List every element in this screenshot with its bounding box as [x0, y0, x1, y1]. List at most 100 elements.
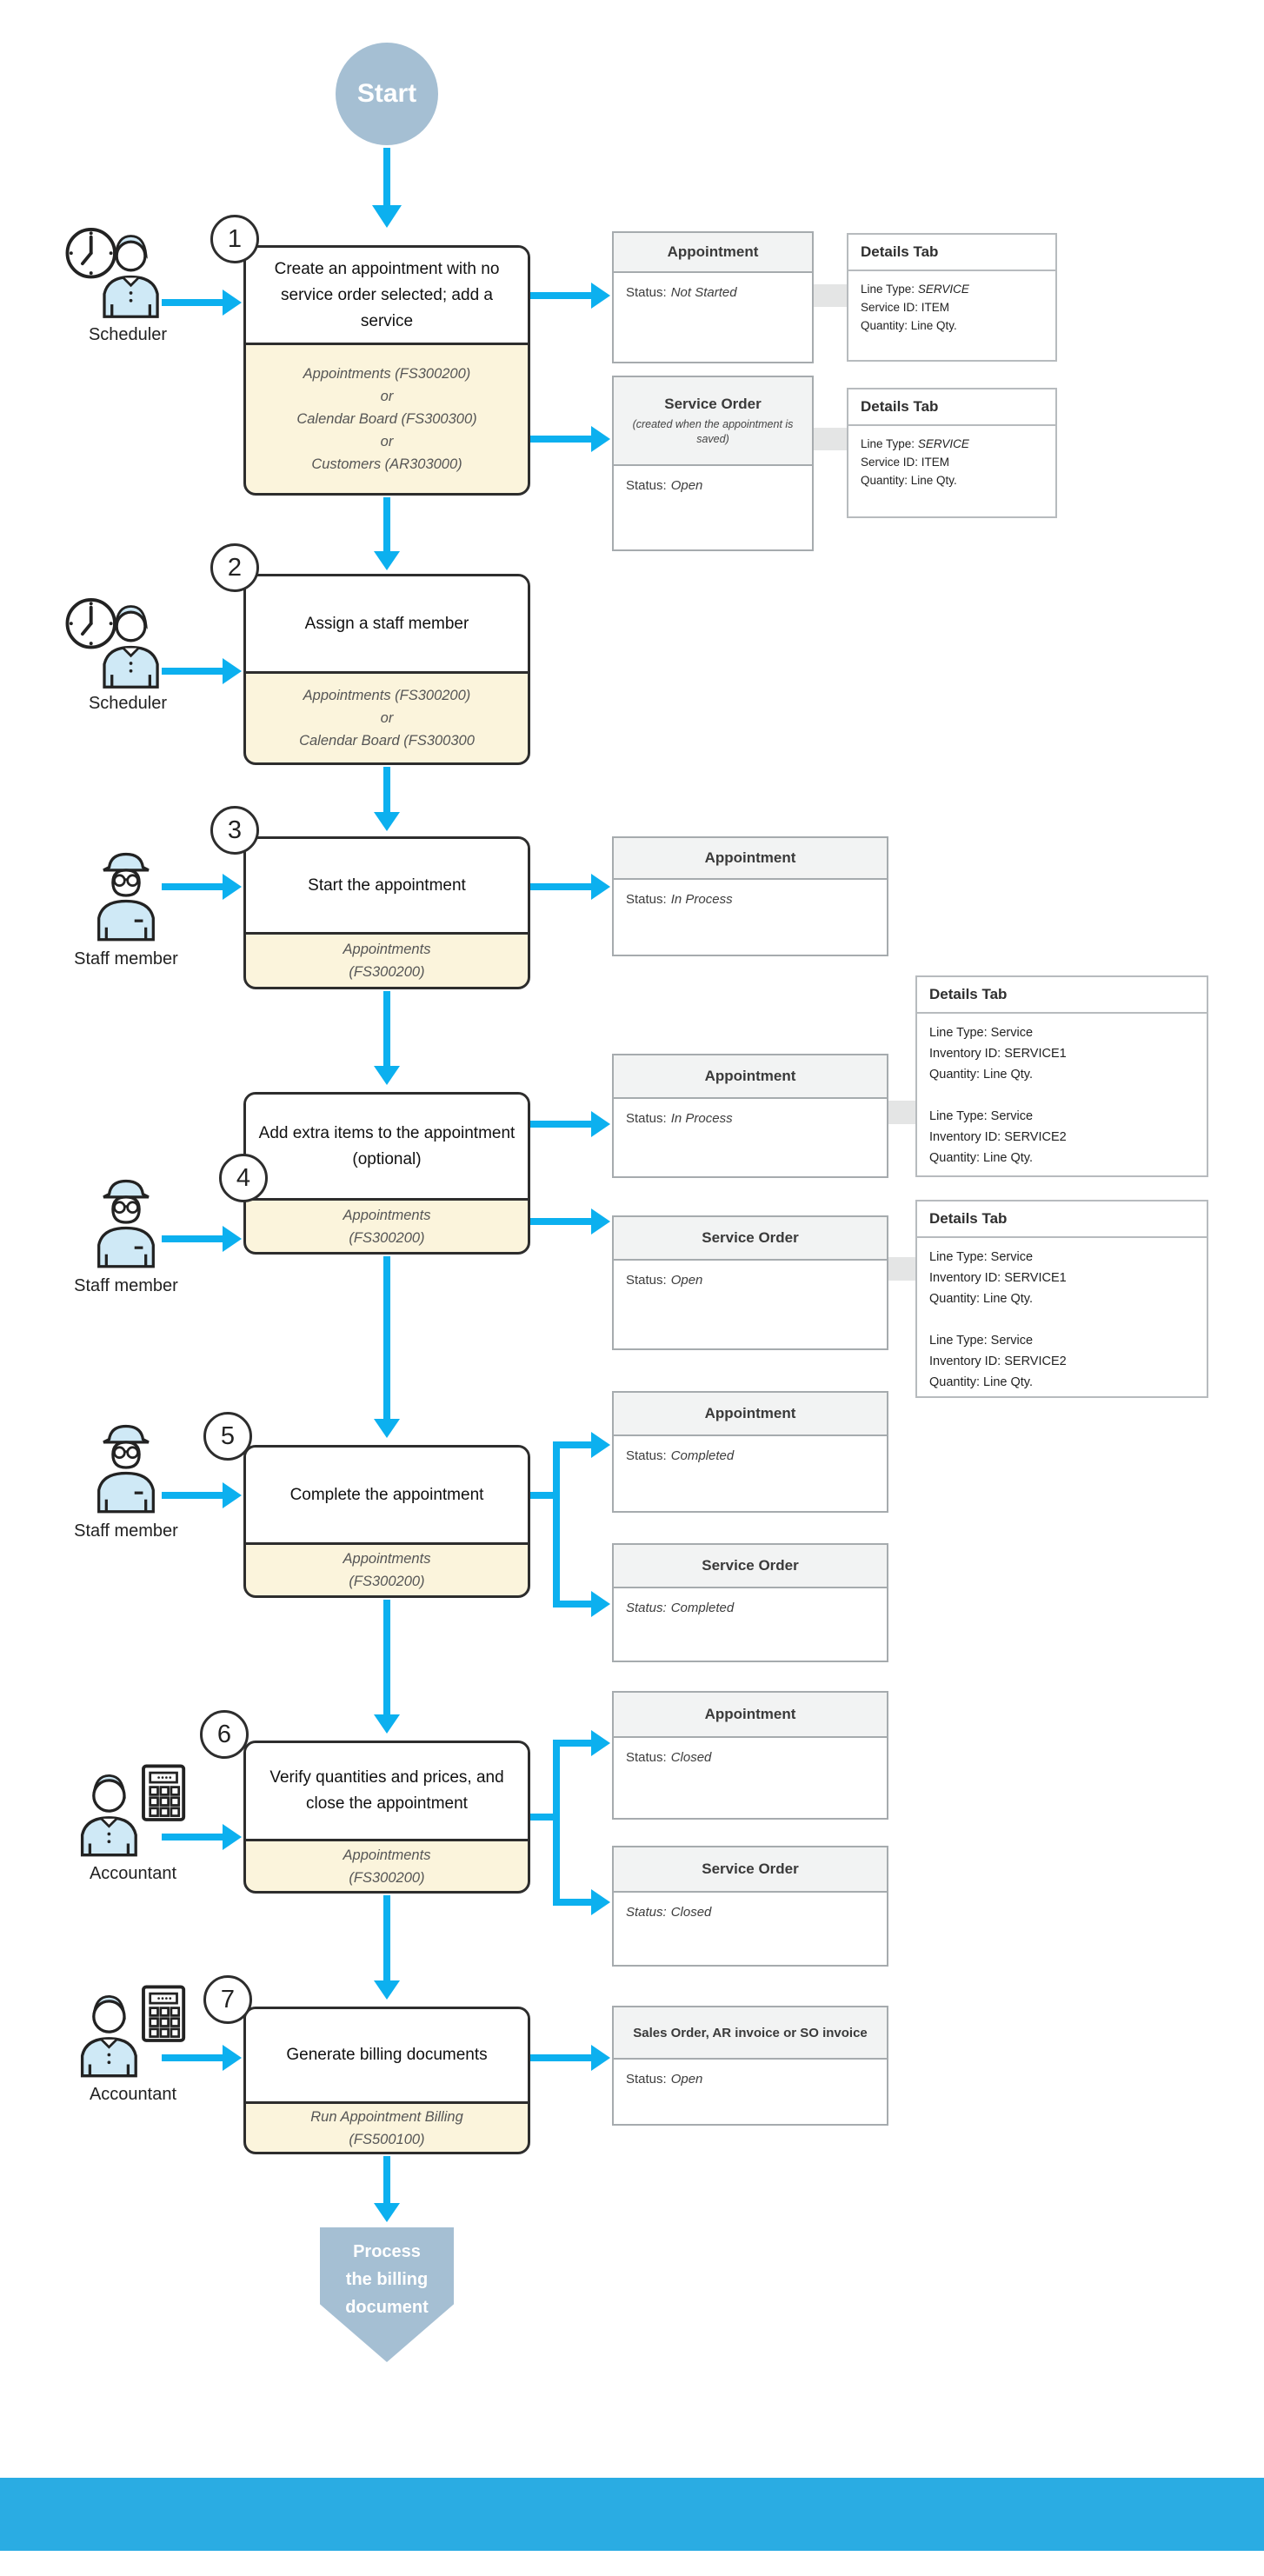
- appointment-panel-step3: Appointment Status:In Process: [612, 836, 888, 956]
- arrow-staff-step4: [162, 1235, 223, 1242]
- status-value: In Process: [670, 1111, 733, 1126]
- step-3-title: Start the appointment: [246, 839, 528, 935]
- arrow-step2-to-step3: [383, 767, 390, 812]
- details-lines: Service ID: ITEM Quantity: Line Qty.: [861, 301, 957, 332]
- status-value: Open: [670, 478, 703, 493]
- arrow-staff-step5: [162, 1492, 223, 1499]
- step-4-box: Add extra items to the appointment (opti…: [243, 1092, 530, 1255]
- step-4-number: 4: [219, 1154, 268, 1202]
- status-value: Not Started: [670, 285, 737, 300]
- step-1-number: 1: [210, 215, 259, 263]
- billing-document-panel: Sales Order, AR invoice or SO invoice St…: [612, 2006, 888, 2126]
- status-value: In Process: [670, 892, 733, 907]
- staff-member-label: Staff member: [74, 1521, 178, 1541]
- step-7-screens: Run Appointment Billing (FS500100): [310, 2108, 463, 2147]
- staff-member-icon: [74, 849, 178, 942]
- branch-step6-vertical: [553, 1740, 560, 1906]
- arrowhead-right-icon: [591, 874, 610, 900]
- panel-title: Appointment: [614, 233, 812, 273]
- status-value: Open: [670, 1273, 703, 1288]
- step-7-title: Generate billing documents: [246, 2009, 528, 2104]
- status-label: Status:: [626, 1111, 667, 1126]
- status-label: Status:: [626, 1905, 667, 1920]
- arrowhead-right-icon: [591, 426, 610, 452]
- arrowhead-right-icon: [223, 1482, 242, 1508]
- step-1-title: Create an appointment with no service or…: [246, 248, 528, 345]
- step-5-number: 5: [203, 1412, 252, 1461]
- panel-title: Appointment: [614, 838, 887, 880]
- step-7-number: 7: [203, 1975, 252, 2024]
- arrow-accountant-step6: [162, 1834, 223, 1840]
- step-1-screens: Appointments (FS300200) or Calendar Boar…: [296, 366, 477, 472]
- arrowhead-right-icon: [591, 1432, 610, 1458]
- arrow-step1-serviceorder: [530, 436, 591, 443]
- status-label: Status:: [626, 1601, 667, 1615]
- arrow-step7-billing: [530, 2054, 591, 2061]
- status-label: Status:: [626, 285, 667, 300]
- branch-step5-bottom: [560, 1601, 591, 1608]
- panel-title: Service Order: [614, 1847, 887, 1893]
- appointment-panel-step5: Appointment Status:Completed: [612, 1391, 888, 1513]
- accountant-icon: [77, 1761, 191, 1859]
- service-order-panel-step6: Service Order Status:Closed: [612, 1846, 888, 1967]
- step-4-title: Add extra items to the appointment (opti…: [246, 1095, 528, 1201]
- status-value: Closed: [670, 1905, 712, 1920]
- branch-step5-vertical: [553, 1441, 560, 1608]
- details-lines: Service ID: ITEM Quantity: Line Qty.: [861, 456, 957, 487]
- branch-step6-stub: [530, 1814, 560, 1821]
- details-tab-title: Details Tab: [848, 235, 1055, 271]
- line-type-row: Line Type: SERVICE: [861, 437, 969, 450]
- step-3-screens: Appointments (FS300200): [343, 942, 431, 980]
- arrowhead-right-icon: [591, 2045, 610, 2071]
- arrow-step5-to-step6: [383, 1600, 390, 1714]
- panel-title: Appointment: [614, 1693, 887, 1738]
- arrowhead-down-icon: [374, 551, 400, 570]
- details-lines: Line Type: Service Inventory ID: SERVICE…: [929, 1250, 1067, 1389]
- branch-step5-stub: [530, 1492, 560, 1499]
- arrowhead-right-icon: [591, 1208, 610, 1235]
- step-6-box: Verify quantities and prices, and close …: [243, 1741, 530, 1894]
- arrow-scheduler-step1: [162, 299, 223, 306]
- arrowhead-right-icon: [223, 290, 242, 316]
- panel-title: Service Order: [614, 1545, 887, 1588]
- panel-title: Sales Order, AR invoice or SO invoice: [614, 2007, 887, 2060]
- staff-member-icon: [74, 1421, 178, 1514]
- accountant-label: Accountant: [89, 1864, 177, 1883]
- connector-band: [888, 1101, 915, 1124]
- arrowhead-right-icon: [223, 1226, 242, 1252]
- arrowhead-right-icon: [591, 1730, 610, 1756]
- arrowhead-right-icon: [591, 1111, 610, 1137]
- bottom-bar: [0, 2478, 1264, 2551]
- accountant-label: Accountant: [89, 2085, 177, 2104]
- status-label: Status:: [626, 1750, 667, 1765]
- step-7-box: Generate billing documents Run Appointme…: [243, 2007, 530, 2154]
- step-2-screens: Appointments (FS300200) or Calendar Boar…: [299, 688, 475, 749]
- status-value: Open: [670, 2072, 703, 2087]
- arrowhead-down-icon: [374, 1066, 400, 1085]
- step-2-box: Assign a staff member Appointments (FS30…: [243, 574, 530, 765]
- arrow-step4-appointment: [530, 1121, 591, 1128]
- panel-title: Service Order: [664, 395, 762, 412]
- arrowhead-down-icon: [374, 2203, 400, 2222]
- arrow-accountant-step7: [162, 2054, 223, 2061]
- appointment-panel-step4: Appointment Status:In Process: [612, 1054, 888, 1178]
- step-2-number: 2: [210, 543, 259, 592]
- scheduler-label: Scheduler: [88, 325, 168, 344]
- arrowhead-down-icon: [374, 1980, 400, 2000]
- status-label: Status:: [626, 2072, 667, 2087]
- step-6-screens: Appointments (FS300200): [343, 1847, 431, 1886]
- step-6-title: Verify quantities and prices, and close …: [246, 1743, 528, 1841]
- details-tab-step1-appointment: Details Tab Line Type: SERVICE Service I…: [847, 233, 1057, 362]
- start-node: Start: [336, 43, 438, 145]
- arrow-step7-to-end: [383, 2156, 390, 2203]
- arrow-step4-to-step5: [383, 1256, 390, 1419]
- arrowhead-right-icon: [591, 1591, 610, 1617]
- arrow-start-to-step1: [383, 148, 390, 205]
- appointment-panel-step6: Appointment Status:Closed: [612, 1691, 888, 1820]
- step-3-box: Start the appointment Appointments (FS30…: [243, 836, 530, 989]
- step-3-number: 3: [210, 806, 259, 855]
- end-node: Process the billing document: [320, 2227, 454, 2362]
- arrowhead-down-icon: [374, 1714, 400, 1734]
- arrowhead-down-icon: [372, 205, 402, 228]
- step-2-title: Assign a staff member: [246, 576, 528, 674]
